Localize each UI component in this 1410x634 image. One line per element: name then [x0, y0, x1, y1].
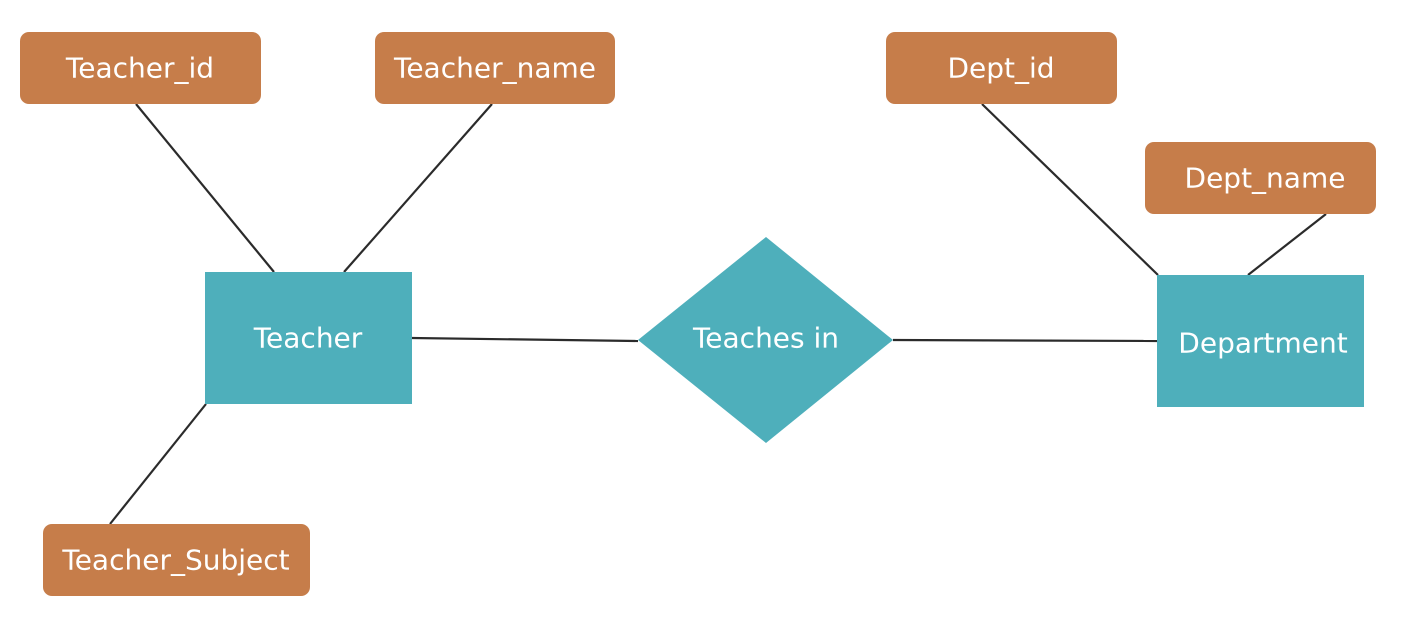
connector-teacher-id: [135, 103, 275, 273]
attribute-teacher-name[interactable]: Teacher_name: [375, 32, 615, 104]
attribute-teacher-subject-label: Teacher_Subject: [61, 544, 289, 577]
connector-relationship-department: [892, 338, 1159, 343]
attribute-teacher-subject[interactable]: Teacher_Subject: [43, 524, 310, 596]
attribute-dept-name[interactable]: Dept_name: [1145, 142, 1376, 214]
connector-teacher-subject: [109, 403, 207, 525]
attribute-dept-id-label: Dept_id: [947, 52, 1054, 85]
connector-dept-name: [1247, 213, 1327, 276]
connector-teacher-relationship: [411, 336, 639, 343]
connector-teacher-name: [343, 103, 493, 273]
entity-teacher[interactable]: Teacher: [205, 272, 412, 404]
connector-dept-id: [981, 103, 1159, 276]
entity-teacher-label: Teacher: [253, 322, 363, 355]
attribute-teacher-id-label: Teacher_id: [65, 52, 214, 85]
relationship-teaches-in[interactable]: Teaches in: [638, 237, 893, 443]
entity-department-label: Department: [1178, 327, 1347, 360]
relationship-teaches-in-label: Teaches in: [692, 322, 839, 355]
attribute-dept-id[interactable]: Dept_id: [886, 32, 1117, 104]
attribute-teacher-name-label: Teacher_name: [393, 52, 596, 85]
connectors: [109, 103, 1327, 525]
attribute-dept-name-label: Dept_name: [1185, 162, 1346, 195]
entity-department[interactable]: Department: [1157, 275, 1364, 407]
attribute-teacher-id[interactable]: Teacher_id: [20, 32, 261, 104]
